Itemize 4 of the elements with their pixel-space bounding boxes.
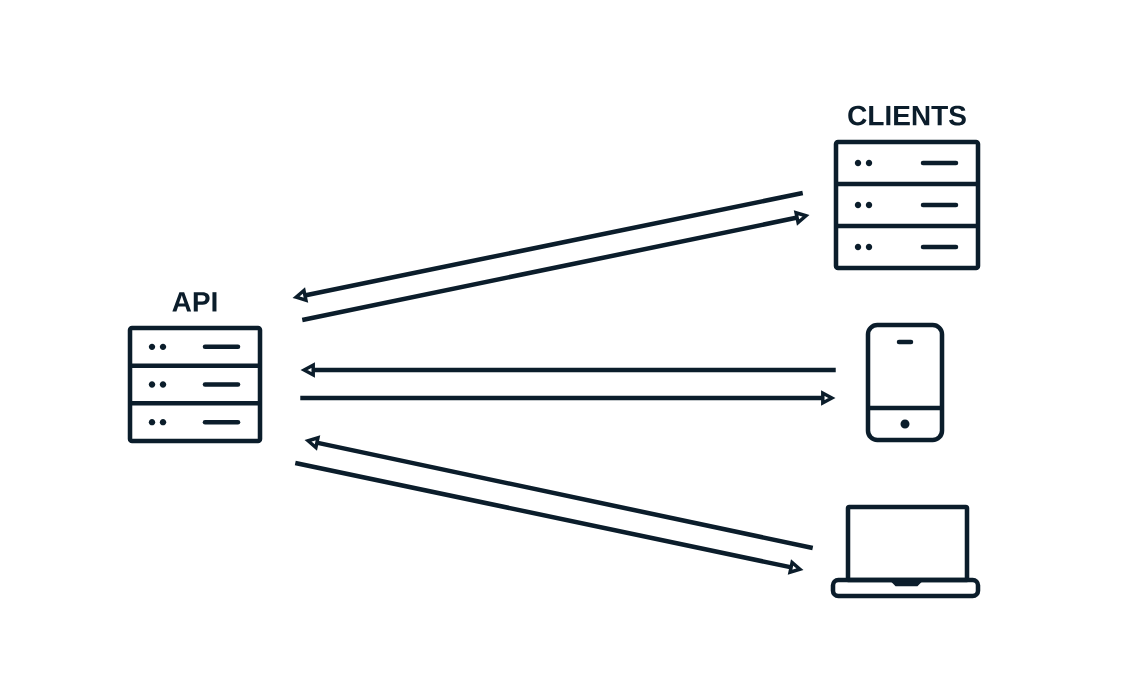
laptop-drawing [830,504,981,599]
heading: API [172,292,217,312]
heading: CLIENTS [848,105,966,126]
phone-drawing [865,322,945,443]
